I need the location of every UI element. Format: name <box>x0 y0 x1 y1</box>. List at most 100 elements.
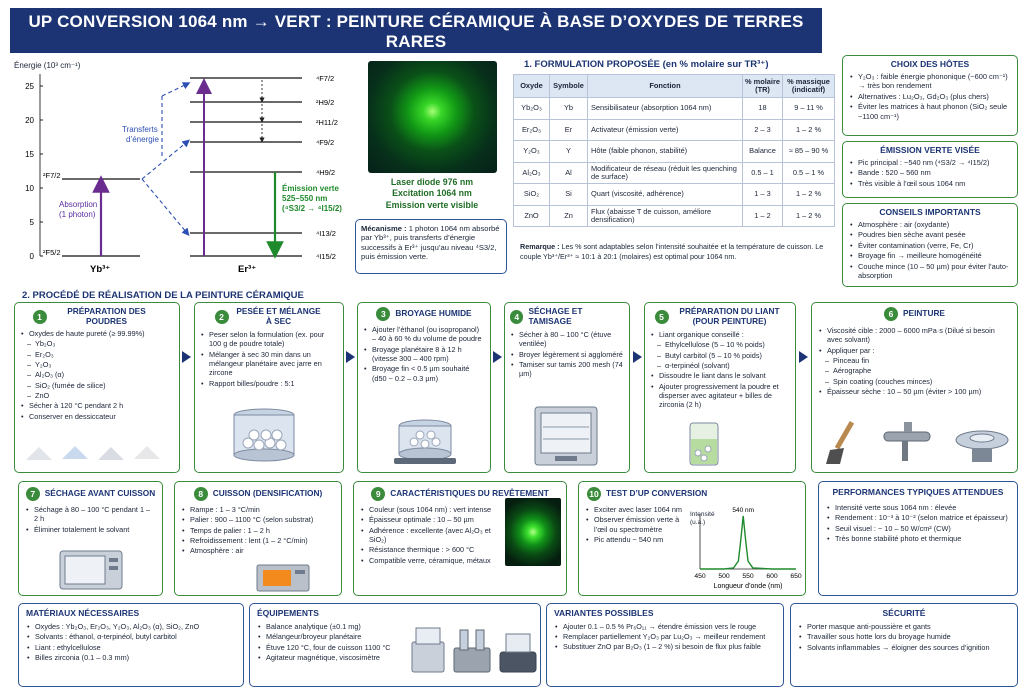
cell: Sensibilisateur (absorption 1064 nm) <box>587 97 743 120</box>
formulation-table: Oxyde Symbole Fonction % molaire (TR) % … <box>513 73 835 228</box>
cell: 9 – 11 % <box>782 97 835 120</box>
list-item: Ajouter 0.1 – 0.5 % Pr₆O₁₁ → étendre émi… <box>554 622 776 631</box>
er-level-4f92: ⁴F9/2 <box>316 138 334 147</box>
list-item: Couche mince (10 – 50 µm) pour éviter l’… <box>849 262 1011 281</box>
step-number: 10 <box>587 487 601 501</box>
table-row: Yb₂O₃ Yb Sensibilisateur (absorption 106… <box>513 97 835 120</box>
list-item: Dissoudre le liant dans le solvant <box>650 371 790 381</box>
list-item: Liant organique conseillé : <box>650 330 790 340</box>
list-item: Palier : 900 – 1100 °C (selon substrat) <box>181 515 335 525</box>
list-item: Er₂O₃ <box>26 350 174 360</box>
list-item: Billes zirconia (0.1 – 0.3 mm) <box>26 653 236 663</box>
laser-caption-line3: Emission verte visible <box>385 199 479 210</box>
step-number: 8 <box>193 487 208 501</box>
list-item: Broyage planétaire 8 à 12 h (vitesse 300… <box>363 345 485 364</box>
step-title: PRÉPARATION DU LIANT (POUR PEINTURE) <box>679 306 780 326</box>
list-item: Aérographe <box>824 366 1011 376</box>
cell: Quart (viscosité, adhérence) <box>587 183 743 206</box>
energy-axis-label: Énergie (10³ cm⁻¹) <box>14 61 81 70</box>
mechanism-note-text: 1 photon 1064 nm absorbé par Yb³⁺, puis … <box>361 224 500 262</box>
application-tools-icon <box>826 421 1009 464</box>
step-title: PESÉE ET MÉLANGE À SEC <box>236 306 321 326</box>
er-level-4f72: ⁴F7/2 <box>316 74 334 83</box>
hosts-box: CHOIX DES HÔTES Y₂O₃ : faible énergie ph… <box>842 55 1018 136</box>
performance-title: PERFORMANCES TYPIQUES ATTENDUES <box>832 487 1004 497</box>
flow-arrow-icon <box>182 351 191 363</box>
cell: Y₂O₃ <box>513 140 550 163</box>
step-number: 4 <box>510 309 524 324</box>
list-item: Mélanger à sec 30 min dans un mélangeur … <box>200 350 338 378</box>
tick-5: 5 <box>30 218 35 227</box>
cell: Yb <box>549 97 588 120</box>
laser-caption-line1: Laser diode 976 nm <box>390 177 474 187</box>
formulation-title: 1. FORMULATION PROPOSÉE (en % molaire su… <box>524 59 769 70</box>
cell: 1 – 2 % <box>782 183 835 206</box>
cell: 2 – 3 <box>742 118 783 142</box>
list-item: Alternatives : Lu₂O₃, Gd₂O₃ (plus chers) <box>849 92 1011 102</box>
step-number: 5 <box>654 309 669 324</box>
cell: Al <box>549 161 588 185</box>
list-item: Balance analytique (±0.1 mg) <box>257 622 413 632</box>
table-row: ZnO Zn Flux (abaisse T de cuisson, améli… <box>513 204 835 228</box>
list-item: Exciter avec laser 1064 nm <box>585 505 689 515</box>
spectrum-tick-label: 550 <box>742 573 754 580</box>
equipment-title: ÉQUIPEMENTS <box>257 608 319 618</box>
tick-25: 25 <box>25 82 34 91</box>
mechanism-note-bold: Mécanisme : <box>361 224 407 233</box>
list-item: Compatible verre, céramique, métaux <box>360 556 496 566</box>
list-item: Al₂O₃ (α) <box>26 370 174 380</box>
equipment-box: ÉQUIPEMENTS Balance analytique (±0.1 mg)… <box>249 603 541 687</box>
cell: Al₂O₃ <box>513 161 550 185</box>
list-item: Éviter contamination (verre, Fe, Cr) <box>849 241 1011 251</box>
list-item: Conserver en dessiccateur <box>20 412 174 422</box>
list-item: Séchage à 80 – 100 °C pendant 1 – 2 h <box>25 505 156 524</box>
list-item: α-terpinéol (solvant) <box>656 361 790 371</box>
list-item: Résistance thermique : > 600 °C <box>360 545 496 555</box>
formulation-remark: Remarque : Les % sont adaptables selon l… <box>520 242 832 261</box>
er-level-4i152: ⁴I15/2 <box>316 252 336 261</box>
list-item: Bande : 520 – 560 nm <box>849 168 1011 178</box>
step-5-box: 5 PRÉPARATION DU LIANT (POUR PEINTURE) Li… <box>644 302 796 473</box>
cell: Er <box>549 118 588 142</box>
laser-caption: Laser diode 976 nm Excitation 1064 nm Em… <box>360 177 504 211</box>
list-item: Rampe : 1 – 3 °C/min <box>181 505 335 515</box>
list-item: Viscosité cible : 2000 – 6000 mPa·s (Dil… <box>818 326 1011 345</box>
absorption-label-1: Absorption <box>59 200 97 209</box>
list-item: Refroidissement : lent (1 – 2 °C/min) <box>181 536 335 546</box>
process-title: 2. PROCÉDÉ DE RÉALISATION DE LA PEINTURE… <box>22 290 304 301</box>
step-title: SÉCHAGE AVANT CUISSON <box>44 488 156 499</box>
remark-text: Les % sont adaptables selon l’intensité … <box>520 242 824 261</box>
cell: 1 – 2 % <box>782 118 835 142</box>
er-level-4h92: ⁴H9/2 <box>316 168 335 177</box>
formulation-table-wrap: Oxyde Symbole Fonction % molaire (TR) % … <box>513 73 835 228</box>
cell: Y <box>549 140 588 163</box>
variants-title: VARIANTES POSSIBLES <box>554 608 654 618</box>
list-item: Très bonne stabilité photo et thermique <box>826 534 1010 544</box>
cell: Hôte (faible phonon, stabilité) <box>587 140 743 163</box>
cell: Flux (abaisse T de cuisson, améliore den… <box>587 204 743 228</box>
list-item: Oxydes de haute pureté (≥ 99.99%) <box>20 329 174 339</box>
list-item: ZnO <box>26 391 174 401</box>
spectrum-ylabel-2: (u.a.) <box>690 519 705 526</box>
list-item: Pinceau fin <box>824 356 1011 366</box>
cell: Activateur (émission verte) <box>587 118 743 142</box>
list-item: Éviter les matrices à haut phonon (SiO₂ … <box>849 102 1011 121</box>
oven-icon <box>59 550 123 590</box>
list-item: Mélangeur/broyeur planétaire <box>257 632 413 642</box>
cell: Balance <box>742 140 783 163</box>
powder-pile-icon <box>98 447 124 460</box>
list-item: Peser selon la formulation (ex. pour 100… <box>200 330 338 349</box>
cell: 0.5 – 1 <box>742 161 783 185</box>
spectrum-ylabel-1: Intensité <box>690 511 715 518</box>
er-level-2h112: ²H11/2 <box>316 118 338 127</box>
list-item: Broyage fin → meilleure homogénéité <box>849 251 1011 261</box>
step-number: 2 <box>214 309 229 324</box>
er-ion-label: Er³⁺ <box>238 264 256 275</box>
list-item: Liant : ethylcellulose <box>26 643 236 653</box>
list-item: Atmosphère : air (oxydante) <box>849 220 1011 230</box>
